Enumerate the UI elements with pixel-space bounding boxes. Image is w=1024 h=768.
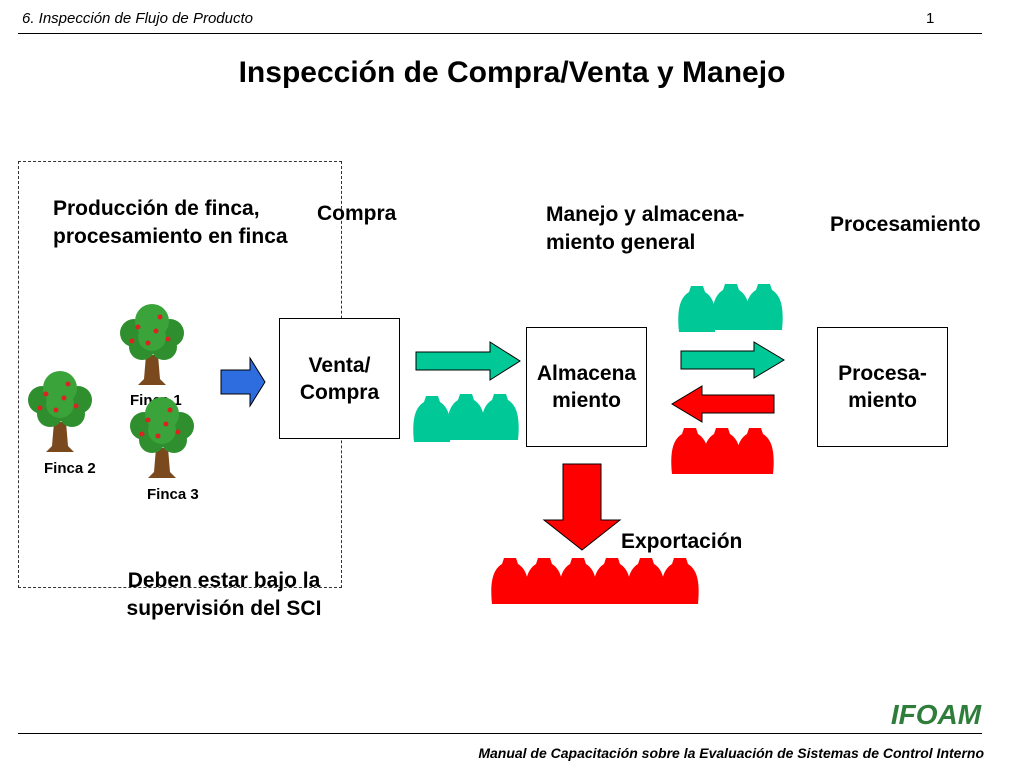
header-rule bbox=[18, 33, 982, 34]
tree-farm-1-icon bbox=[120, 304, 184, 385]
red-bag-icon bbox=[661, 558, 699, 604]
red-arrow-export-icon bbox=[542, 463, 622, 551]
red-bag-icon bbox=[671, 428, 709, 474]
red-bag-icon bbox=[627, 558, 665, 604]
processing-box: Procesa- miento bbox=[817, 327, 948, 447]
processing-box-line1: Procesa- bbox=[838, 362, 927, 385]
farm-2-label: Finca 2 bbox=[44, 460, 96, 477]
green-bag-icon bbox=[712, 284, 750, 330]
supervision-line2: supervisión del SCI bbox=[126, 597, 322, 620]
red-bag-icon bbox=[593, 558, 631, 604]
supervision-line1: Deben estar bajo la bbox=[127, 569, 321, 592]
sale-purchase-box: Venta/ Compra bbox=[279, 318, 400, 439]
storage-box-line1: Almacena bbox=[536, 362, 637, 385]
farm-production-line2: procesamiento en finca bbox=[53, 225, 288, 248]
red-bag-icon bbox=[559, 558, 597, 604]
tree-farm-3-icon bbox=[130, 397, 194, 478]
red-bag-icon bbox=[491, 558, 529, 604]
storage-box: Almacena miento bbox=[526, 327, 647, 447]
green-bags-group-2 bbox=[678, 284, 783, 332]
green-arrow-to-storage-icon bbox=[415, 341, 521, 381]
footer-text: Manual de Capacitación sobre la Evaluaci… bbox=[478, 745, 984, 761]
farm-production-line1: Producción de finca, bbox=[53, 197, 260, 220]
green-bag-icon bbox=[447, 394, 485, 440]
red-bag-icon bbox=[736, 428, 774, 474]
storage-box-line2: miento bbox=[552, 389, 621, 412]
handling-line2: miento general bbox=[546, 231, 696, 254]
green-bags-group-1 bbox=[413, 394, 519, 442]
ifoam-logo: IFOAM bbox=[891, 699, 982, 730]
section-header: 6. Inspección de Flujo de Producto bbox=[22, 10, 253, 27]
processing-box-line2: miento bbox=[848, 389, 917, 412]
svg-text:IFOAM: IFOAM bbox=[891, 699, 982, 730]
red-bags-export-group bbox=[491, 558, 699, 604]
green-arrow-to-processing-icon bbox=[680, 341, 785, 379]
footer-rule bbox=[18, 733, 982, 734]
tree-farm-2-icon bbox=[28, 371, 92, 452]
supervision-label: Deben estar bajo la supervisión del SCI bbox=[106, 567, 342, 623]
purchase-label: Compra bbox=[317, 202, 397, 225]
green-bag-icon bbox=[745, 284, 783, 330]
sale-box-line1: Venta/ bbox=[308, 353, 371, 377]
red-bag-icon bbox=[525, 558, 563, 604]
red-bags-group-1 bbox=[671, 428, 774, 474]
red-arrow-to-storage-icon bbox=[671, 385, 775, 423]
farm-production-label: Producción de finca, procesamiento en fi… bbox=[53, 195, 288, 251]
processing-label: Procesamiento bbox=[830, 213, 981, 236]
green-bag-icon bbox=[481, 394, 519, 440]
sale-box-line2: Compra bbox=[299, 380, 380, 404]
green-bag-icon bbox=[413, 396, 451, 442]
blue-arrow-icon bbox=[220, 356, 266, 408]
page-number: 1 bbox=[926, 10, 935, 27]
green-bag-icon bbox=[678, 286, 716, 332]
red-bag-icon bbox=[703, 428, 741, 474]
handling-label: Manejo y almacena- miento general bbox=[546, 201, 744, 257]
export-label: Exportación bbox=[621, 530, 743, 553]
slide-title: Inspección de Compra/Venta y Manejo bbox=[238, 56, 786, 89]
handling-line1: Manejo y almacena- bbox=[546, 203, 745, 226]
farm-3-label: Finca 3 bbox=[147, 486, 199, 503]
